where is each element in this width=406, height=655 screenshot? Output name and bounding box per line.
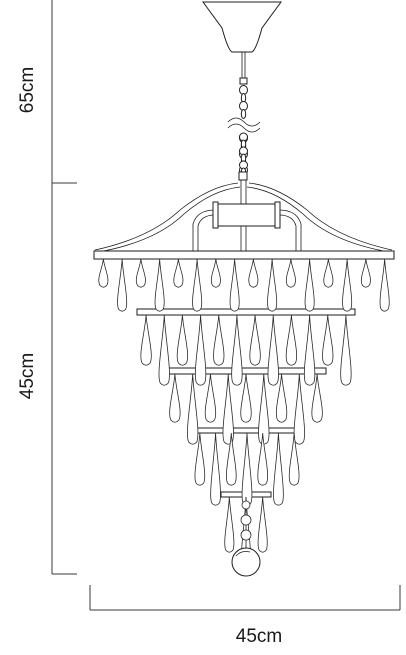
crystal-drop: [285, 258, 296, 288]
crystal-drop: [311, 373, 323, 423]
crystal-drop: [275, 373, 288, 423]
tier-ring-1: [93, 250, 395, 260]
crystal-drop: [342, 258, 353, 312]
crystal-drop: [173, 258, 184, 288]
crystal-drop: [267, 314, 279, 386]
crystal-drop: [210, 258, 221, 288]
ceiling-canopy: [202, 1, 282, 53]
crystal-drop: [241, 432, 253, 506]
crystal-drop: [240, 373, 252, 423]
crystal-drop: [231, 314, 243, 386]
crystal-drop: [225, 432, 237, 486]
crystal-drop: [258, 373, 270, 445]
crystal-drop: [224, 496, 235, 553]
chain-link: [240, 109, 247, 119]
crystal-drop: [222, 373, 234, 445]
crystal-drop: [293, 373, 305, 445]
width-label: 45cm: [236, 626, 282, 647]
crystal-drop: [340, 314, 352, 386]
crystal-drop: [187, 373, 199, 445]
tier-ring-2: [136, 308, 356, 316]
crystal-drop: [213, 314, 225, 366]
crystal-drop: [323, 258, 334, 288]
crystal-drop: [117, 258, 128, 312]
crystal-drop: [249, 314, 261, 366]
crystal-drop: [267, 258, 278, 312]
suspension-chain: [227, 52, 261, 181]
body-height-label: 45cm: [17, 353, 38, 399]
crystal-drop: [176, 314, 189, 366]
crystal-drop: [285, 314, 298, 366]
crystal-drop: [303, 314, 316, 386]
crystal-drop: [194, 314, 207, 386]
crystal-drop: [135, 258, 146, 288]
bottom-crystal-ball: [231, 497, 261, 577]
crystal-drop: [204, 373, 217, 423]
crystal-drop: [304, 258, 315, 312]
crystal-drop: [360, 258, 371, 288]
crystal-drop: [154, 258, 165, 312]
dimension-lines: [51, 0, 401, 611]
tier-ring-3: [165, 367, 327, 375]
crystal-drop: [140, 314, 152, 366]
crystal-drop: [158, 314, 170, 386]
crystal-drop: [288, 432, 300, 486]
crystal-drop: [169, 373, 181, 423]
chandelier-frame: [94, 180, 393, 253]
crystal-drop: [194, 432, 206, 486]
crystal-drop: [273, 432, 284, 506]
crystal-drop: [98, 258, 109, 288]
crystal-drop: [229, 258, 240, 312]
crystal-drop: [379, 258, 390, 312]
crystal-drop: [257, 432, 269, 486]
crystal-drop: [248, 258, 259, 288]
crystal-drops: [98, 258, 390, 568]
crystal-drop: [257, 496, 268, 553]
cord-height-label: 65cm: [17, 67, 38, 113]
crystal-drop: [210, 432, 221, 506]
crystal-drop: [192, 258, 203, 312]
crystal-drop: [322, 314, 334, 366]
tier-ring-4: [191, 427, 303, 434]
